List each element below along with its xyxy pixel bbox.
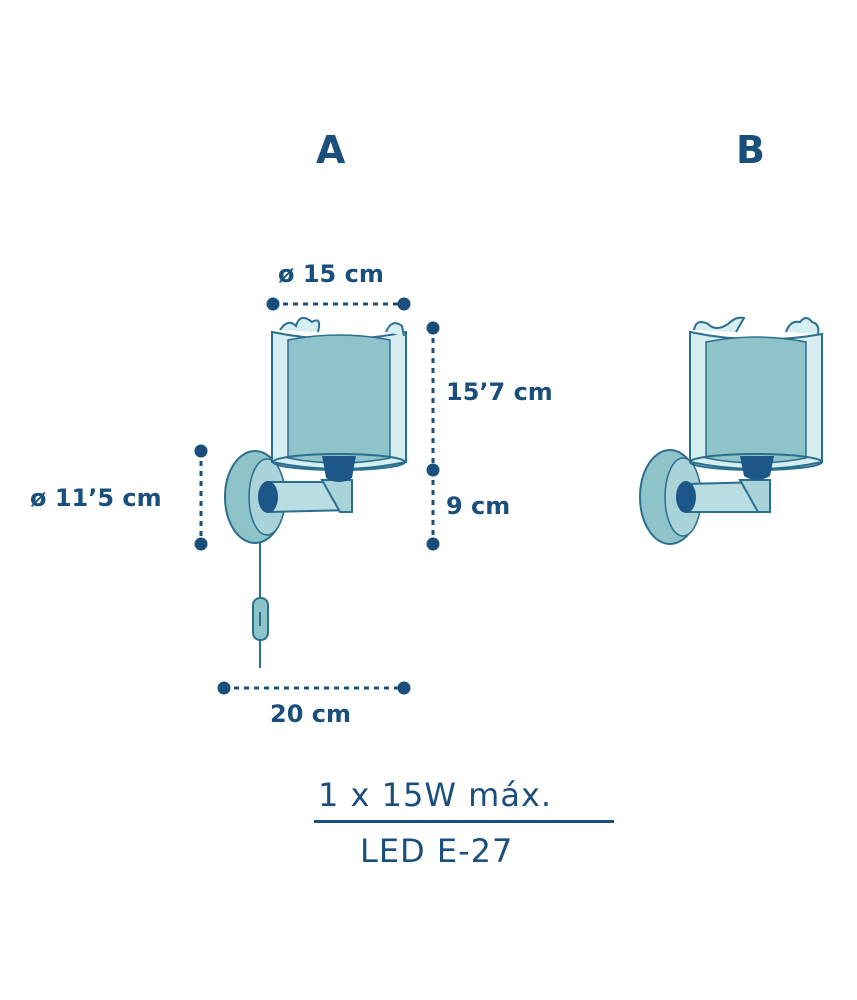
arm-socket-b <box>676 481 696 513</box>
lamp-b <box>639 316 823 545</box>
power-spec: 1 x 15W máx. <box>318 776 553 814</box>
dimension-line-base-diameter <box>194 444 208 551</box>
variant-b-label: B <box>736 128 765 172</box>
base-diameter-label: ø 11’5 cm <box>30 484 162 512</box>
lamp-a <box>224 316 407 668</box>
dimension-line-arm-height <box>426 470 440 551</box>
depth-label: 20 cm <box>270 700 351 728</box>
dimension-line-shade-height <box>426 321 440 477</box>
shade-height-label: 15’7 cm <box>446 378 553 406</box>
shade-inner <box>287 334 391 464</box>
arm-height-label: 9 cm <box>446 492 511 520</box>
shade-inner-b <box>705 336 807 464</box>
bulb-spec: LED E-27 <box>360 832 514 870</box>
bulb-holder-b <box>740 456 774 480</box>
dimension-line-depth <box>217 681 411 695</box>
shade-diameter-label: ø 15 cm <box>278 260 384 288</box>
dimension-line-shade-diameter <box>266 297 411 311</box>
spec-divider <box>314 820 614 823</box>
arm-socket <box>258 481 278 513</box>
variant-a-label: A <box>316 128 346 172</box>
